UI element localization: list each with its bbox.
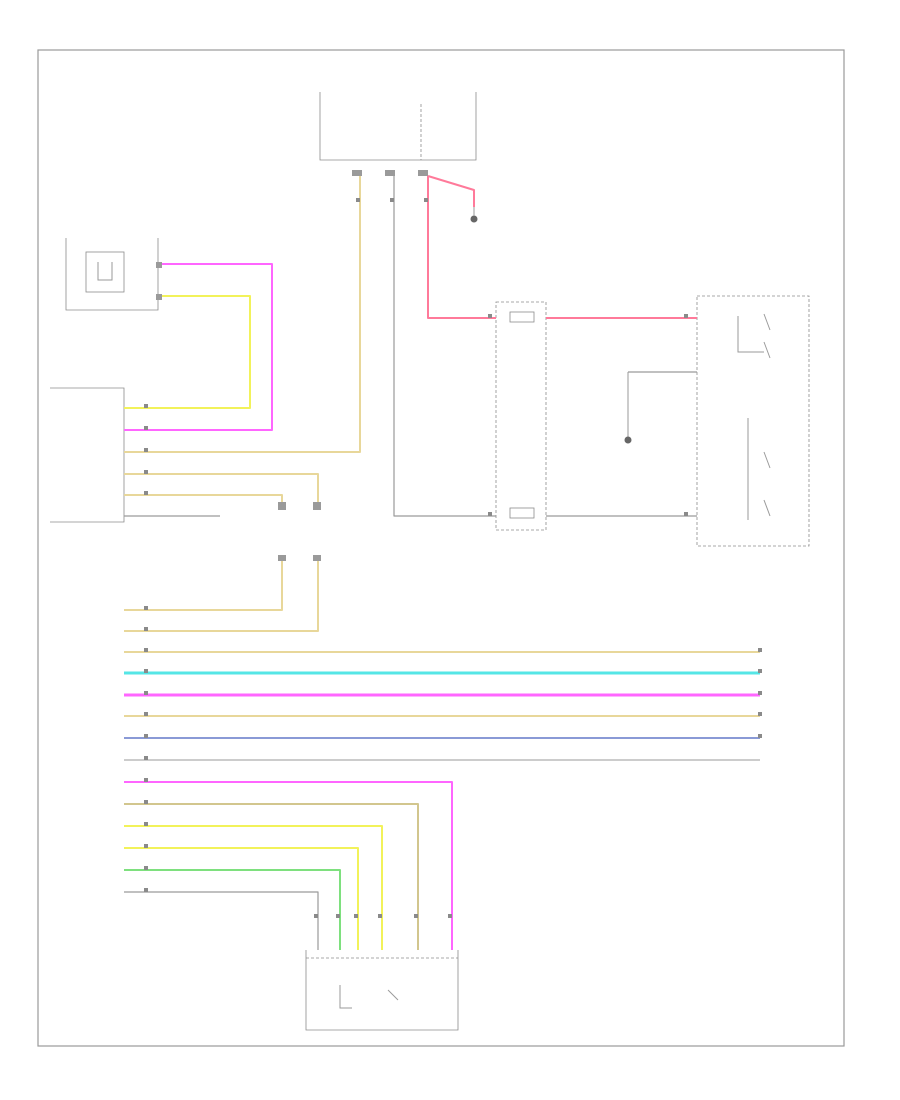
junction-connector <box>278 502 321 561</box>
wire-terminal-15 <box>144 648 148 652</box>
wire-ecm-tac-6 <box>124 891 319 950</box>
wire-terminal-26 <box>144 888 148 892</box>
wire-terminal-23 <box>144 822 148 826</box>
wire-terminal-7 <box>684 512 688 516</box>
body-control-module <box>319 92 477 176</box>
diagram-frame <box>37 49 845 1047</box>
wire-tcm-tan-1 <box>124 473 319 502</box>
brake-switch <box>624 372 632 444</box>
wire-terminal-28 <box>758 669 762 673</box>
wire-terminal-21 <box>144 778 148 782</box>
power-distribution <box>470 207 478 223</box>
wire-terminal-36 <box>414 914 418 918</box>
wire-ign-to-tcm <box>124 176 361 453</box>
wire-terminal-31 <box>758 734 762 738</box>
wire-terminal-8 <box>144 404 148 408</box>
wire-terminal-24 <box>144 844 148 848</box>
wire-terminal-20 <box>144 756 148 760</box>
fuse-block <box>495 301 547 531</box>
wire-ecm-tac-2 <box>124 803 419 950</box>
wire-terminal-27 <box>758 648 762 652</box>
wire-junction-ecm-1 <box>124 561 283 611</box>
wire-terminal-10 <box>144 448 148 452</box>
wire-ecm-tac-5 <box>124 869 341 950</box>
wire-range-pink <box>124 263 273 431</box>
wire-body-to-fuse-low <box>393 176 496 517</box>
wire-terminal-13 <box>144 606 148 610</box>
throttle-actuator <box>305 950 459 1031</box>
wire-terminal-14 <box>144 627 148 631</box>
wire-terminal-3 <box>424 198 428 202</box>
wire-terminal-2 <box>390 198 394 202</box>
wire-terminal-4 <box>488 314 492 318</box>
wire-terminal-32 <box>314 914 318 918</box>
wire-tcm-tan-2 <box>124 494 283 502</box>
ignition-switch <box>696 295 810 547</box>
wire-terminal-17 <box>144 691 148 695</box>
wire-battery-to-pd <box>427 175 475 207</box>
wire-terminal-19 <box>144 734 148 738</box>
wire-terminal-37 <box>448 914 452 918</box>
wire-terminal-9 <box>144 426 148 430</box>
wire-group <box>124 175 762 950</box>
wire-range-yellow <box>124 295 251 409</box>
wire-ecm-tac-3 <box>124 825 383 950</box>
transmission-range-sensor <box>65 238 162 311</box>
wire-ecm-tac-4 <box>124 847 359 950</box>
wire-terminal-25 <box>144 866 148 870</box>
wire-terminal-12 <box>144 491 148 495</box>
wire-junction-ecm-2 <box>124 561 319 632</box>
wire-terminal-34 <box>354 914 358 918</box>
wire-terminal-16 <box>144 669 148 673</box>
wire-terminal-30 <box>758 712 762 716</box>
wire-terminal-35 <box>378 914 382 918</box>
wire-terminal-6 <box>488 512 492 516</box>
wire-terminal-22 <box>144 800 148 804</box>
wire-terminal-5 <box>684 314 688 318</box>
wire-terminal-18 <box>144 712 148 716</box>
wire-ecm-tac-1 <box>124 781 453 950</box>
wire-terminal-1 <box>356 198 360 202</box>
wire-terminal-11 <box>144 470 148 474</box>
wire-terminal-33 <box>336 914 340 918</box>
wire-battery-feed <box>427 176 496 319</box>
transmission-control-module <box>50 387 125 523</box>
wire-terminal-29 <box>758 691 762 695</box>
